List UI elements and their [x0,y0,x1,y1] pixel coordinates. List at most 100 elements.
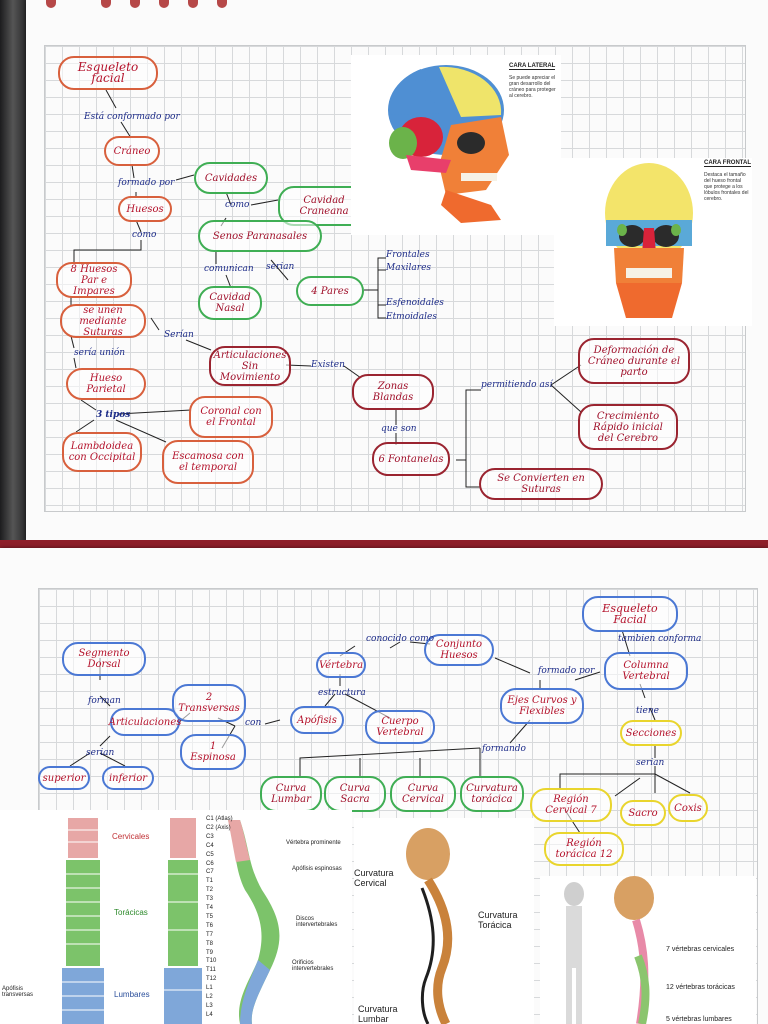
vertebra-label: C4 [206,842,214,849]
label-siete-cervicales: 7 vértebras cervicales [666,946,735,953]
figure-description: Destaca el tamaño del hueso frontal que … [704,172,749,202]
label-serian: serian [636,758,665,768]
node-text: Cavidad Nasal [209,292,251,314]
node-seis-fontanelas: 6 Fontanelas [372,442,450,476]
vertebra-label: T8 [206,940,214,947]
node-lambdoidea: Lambdoidea con Occipital [62,432,142,472]
node-text: superior [42,772,86,784]
node-dos-transversas: 2 Transversas [172,684,246,722]
node-segmento-dorsal: Segmento Dorsal [62,642,146,676]
figure-spine-curvatures: Curvatura Cervical Curvatura Torácica Cu… [354,818,534,1024]
label-curvatura-toracica: Curvatura Torácica [478,910,518,930]
node-text: Columna Vertebral [622,660,670,682]
connector-lines [69,629,691,834]
node-columna-vertebral: Columna Vertebral [604,652,688,690]
node-text: Senos Paranasales [212,230,308,242]
node-text: Curva Sacra [339,783,371,805]
figure-skull-frontal: CARA FRONTAL Destaca el tamaño del hueso… [554,158,752,326]
figure-description: Se puede apreciar el gran desarrollo del… [509,75,556,99]
label-serian: Serían [164,330,194,340]
vertebra-label: L2 [206,994,213,1000]
node-crecimiento: Crecimiento Rápido inicial del Cerebro [578,404,678,450]
node-text: se unen mediante Suturas [79,304,127,338]
node-convierten-suturas: Se Convierten en Suturas [479,468,603,500]
spine-column-lateral [228,820,280,1024]
node-text: Articulaciones [108,716,182,728]
node-articulaciones: Articulaciones [108,708,182,736]
node-text: Lambdoidea con Occipital [68,441,136,463]
label-seria-union: sería unión [74,348,126,358]
ring [46,0,56,8]
node-apofisis: Apófisis [290,706,344,734]
node-cuerpo-vertebral: Cuerpo Vertebral [365,710,435,744]
label-serian: serian [86,748,115,758]
node-hueso-parietal: Hueso Parietal [66,368,146,400]
label-esfenoidales: Esfenoidales [386,298,444,308]
node-text: Cuerpo Vertebral [376,716,424,738]
node-coronal: Coronal con el Frontal [189,396,273,438]
label-forman: forman [88,696,121,706]
label-curvatura-cervical: Curvatura Cervical [354,868,394,888]
node-ejes-curvos: Ejes Curvos y Flexibles [500,688,584,724]
node-articulaciones: Articulaciones Sin Movimiento [209,346,291,386]
label-formado-por: formado por [538,666,595,676]
node-senos-paranasales: Senos Paranasales [198,220,322,252]
node-text: Sacro [628,807,658,819]
node-secciones: Secciones [620,720,682,746]
node-text: Conjunto Huesos [435,639,483,661]
label-como: como [132,230,157,240]
node-text: 6 Fontanelas [378,453,444,465]
vertebra-label: C1 (Atlas) [206,816,233,822]
node-zonas-blandas: Zonas Blandas [352,374,434,410]
vertebra-label: C6 [206,860,214,867]
notebook-cover-edge [0,540,768,548]
label-como: como [225,200,250,210]
label-apofisis-espinosas: Apófisis espinosas [292,866,342,872]
label-toracicas: Torácicas [114,908,148,917]
node-huesos: Huesos [118,196,172,222]
label-estructura: estructura [318,688,366,698]
spine-drawing [62,818,280,1024]
node-text: Cavidad Craneana [299,195,349,217]
notebook-spine [0,0,26,540]
label-esta-conformado-por: Está conformado por [84,112,180,122]
node-text: Secciones [625,727,677,739]
node-text: Zonas Blandas [372,381,414,403]
vertebra-label: T1 [206,878,214,885]
figure-skull-lateral: CARA LATERAL Se puede apreciar el gran d… [351,55,561,235]
label-cervicales: Cervicales [112,832,150,841]
node-esqueleto-facial: Esqueleto Facial [582,596,678,632]
node-text: Apófisis [297,714,337,726]
label-existen: Existen [311,360,345,370]
node-escamosa: Escamosa con el temporal [162,440,254,484]
label-tres-tipos: 3 tipos [96,410,131,420]
node-se-unen-suturas: se unen mediante Suturas [60,304,146,338]
vertebra-stripes [62,829,202,1011]
vertebra-label: T11 [206,967,216,974]
node-text: Región torácica 12 [555,838,613,860]
node-region-cervical: Región Cervical 7 [530,788,612,822]
node-text: 1 Espinosa [190,741,236,763]
node-text: inferior [108,772,148,784]
skull-frontal-drawing [605,163,693,318]
node-curva-cervical: Curva Cervical [390,776,456,812]
node-text: Huesos [126,203,164,215]
label-formando: formando [482,744,526,754]
vertebra-label: T6 [206,922,214,929]
label-comunican: comunican [204,264,254,274]
node-cavidades: Cavidades [194,162,268,194]
figure-title: CARA LATERAL [509,63,556,70]
label-tiene: tiene [636,706,659,716]
vertebra-label: C7 [206,869,214,876]
node-text: Ejes Curvos y Flexibles [507,695,577,717]
node-vertebra: Vértebra [316,652,366,678]
node-text: Vértebra [318,659,364,671]
vertebra-label: L1 [206,985,213,992]
node-text: Cavidades [204,172,258,184]
ring [159,0,169,8]
node-region-toracica: Región torácica 12 [544,832,624,866]
node-text: Curvatura torácica [466,783,518,805]
label-discos: Discos intervertebrales [296,916,338,928]
vertebra-label: T7 [206,931,214,938]
vertebra-label: C3 [206,833,214,840]
